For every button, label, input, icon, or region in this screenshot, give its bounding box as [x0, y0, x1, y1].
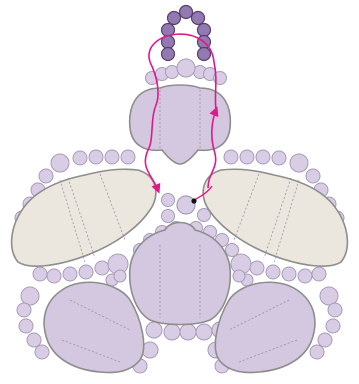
bead	[272, 151, 286, 165]
bead	[164, 324, 180, 340]
top-bead-loop	[162, 6, 211, 61]
bead	[318, 333, 332, 347]
bead	[240, 150, 254, 164]
center-bead	[177, 196, 195, 214]
bead	[312, 267, 326, 281]
bead	[224, 150, 238, 164]
bead	[177, 59, 195, 77]
bead	[73, 151, 87, 165]
bead	[114, 270, 126, 282]
thread-knot	[191, 198, 196, 203]
bead	[266, 265, 280, 279]
bead	[250, 261, 264, 275]
bead	[233, 270, 245, 282]
dark-bead	[192, 12, 205, 25]
dark-bead	[198, 24, 211, 37]
bead	[21, 287, 39, 305]
bead	[79, 265, 93, 279]
bottom-left-petal	[44, 282, 144, 372]
bead	[47, 269, 61, 283]
bead	[256, 150, 270, 164]
bead	[162, 210, 175, 223]
bead	[180, 324, 196, 340]
bead	[39, 169, 53, 183]
bead	[51, 154, 69, 172]
bead	[35, 345, 49, 359]
dark-bead	[162, 48, 175, 61]
bead	[63, 267, 77, 281]
bead	[121, 150, 135, 164]
bead	[326, 319, 340, 333]
bead	[298, 269, 312, 283]
bead	[105, 150, 119, 164]
bead	[282, 267, 296, 281]
bead	[27, 333, 41, 347]
bottom-right-petal	[215, 282, 315, 372]
bead	[196, 324, 212, 340]
bead	[89, 150, 103, 164]
bead	[146, 322, 162, 338]
bead	[19, 319, 33, 333]
bead	[306, 169, 320, 183]
dark-bead	[180, 6, 193, 19]
bead	[33, 267, 47, 281]
bead	[328, 303, 342, 317]
bead	[320, 287, 338, 305]
bead	[17, 303, 31, 317]
bead	[310, 345, 324, 359]
dark-bead	[168, 12, 181, 25]
bead	[290, 154, 308, 172]
bead	[95, 261, 109, 275]
dark-bead	[198, 48, 211, 61]
bead	[162, 194, 175, 207]
